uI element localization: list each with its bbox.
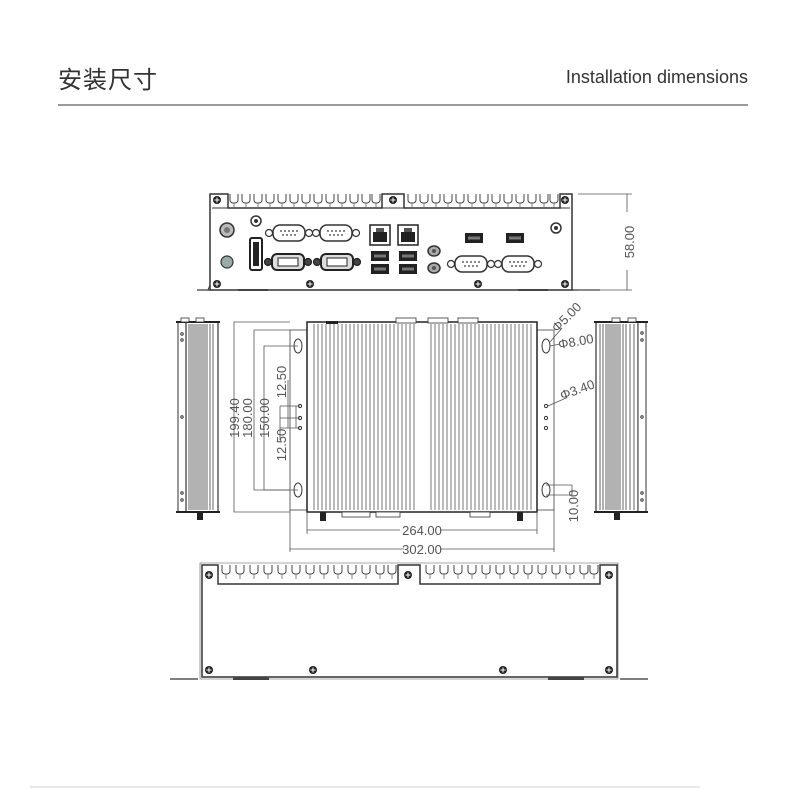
power-connector-icon — [220, 255, 234, 269]
top-view: 199.40 180.00 150.00 12.50 12.50 264.00 … — [227, 299, 597, 557]
section-title-cn: 安装尺寸 — [58, 66, 158, 94]
usb-port-icon — [371, 264, 389, 274]
usb-port-icon — [399, 264, 417, 274]
left-side-view — [176, 317, 220, 520]
header-divider — [58, 104, 748, 106]
ethernet-port-icon — [369, 224, 391, 246]
usb-port-icon — [465, 233, 483, 243]
dim-mount-outer: 180.00 — [240, 398, 255, 438]
screw-icon — [560, 279, 570, 289]
dim-bracket-width: 302.00 — [402, 542, 442, 557]
usb-port-icon — [399, 251, 417, 261]
front-view: 58.00 — [197, 193, 637, 291]
screw-icon — [308, 665, 318, 675]
screw-icon — [473, 279, 483, 289]
dim-hole-spacing: 150.00 — [257, 398, 272, 438]
usb-port-icon — [506, 233, 524, 243]
dim-slot-offset: 10.00 — [566, 490, 581, 523]
screw-icon — [403, 570, 413, 580]
dim-hole-d34: Φ3.40 — [558, 377, 597, 403]
screw-icon — [560, 195, 570, 205]
rear-view — [170, 562, 648, 680]
footer-divider — [30, 786, 700, 788]
usb-port-icon — [371, 251, 389, 261]
screw-icon — [212, 279, 222, 289]
ethernet-port-icon — [397, 224, 419, 246]
screw-icon — [604, 665, 614, 675]
screw-icon — [204, 665, 214, 675]
screw-icon — [604, 570, 614, 580]
screw-icon — [305, 279, 315, 289]
section-header: 安装尺寸 Installation dimensions — [58, 58, 748, 106]
dim-small-hole-top: 12.50 — [274, 366, 289, 399]
dim-body-width: 264.00 — [402, 523, 442, 538]
dim-small-hole-bottom: 12.50 — [274, 429, 289, 462]
section-title-en: Installation dimensions — [565, 67, 748, 87]
dim-hole-d5: Φ5.00 — [549, 299, 585, 335]
screw-icon — [498, 665, 508, 675]
height-dimension: 58.00 — [622, 226, 637, 259]
screw-icon — [212, 195, 222, 205]
right-side-view — [594, 317, 648, 520]
screw-icon — [388, 195, 398, 205]
dim-hole-d8: Φ8.00 — [557, 331, 595, 352]
dim-overall-depth: 199.40 — [227, 398, 242, 438]
screw-icon — [204, 570, 214, 580]
